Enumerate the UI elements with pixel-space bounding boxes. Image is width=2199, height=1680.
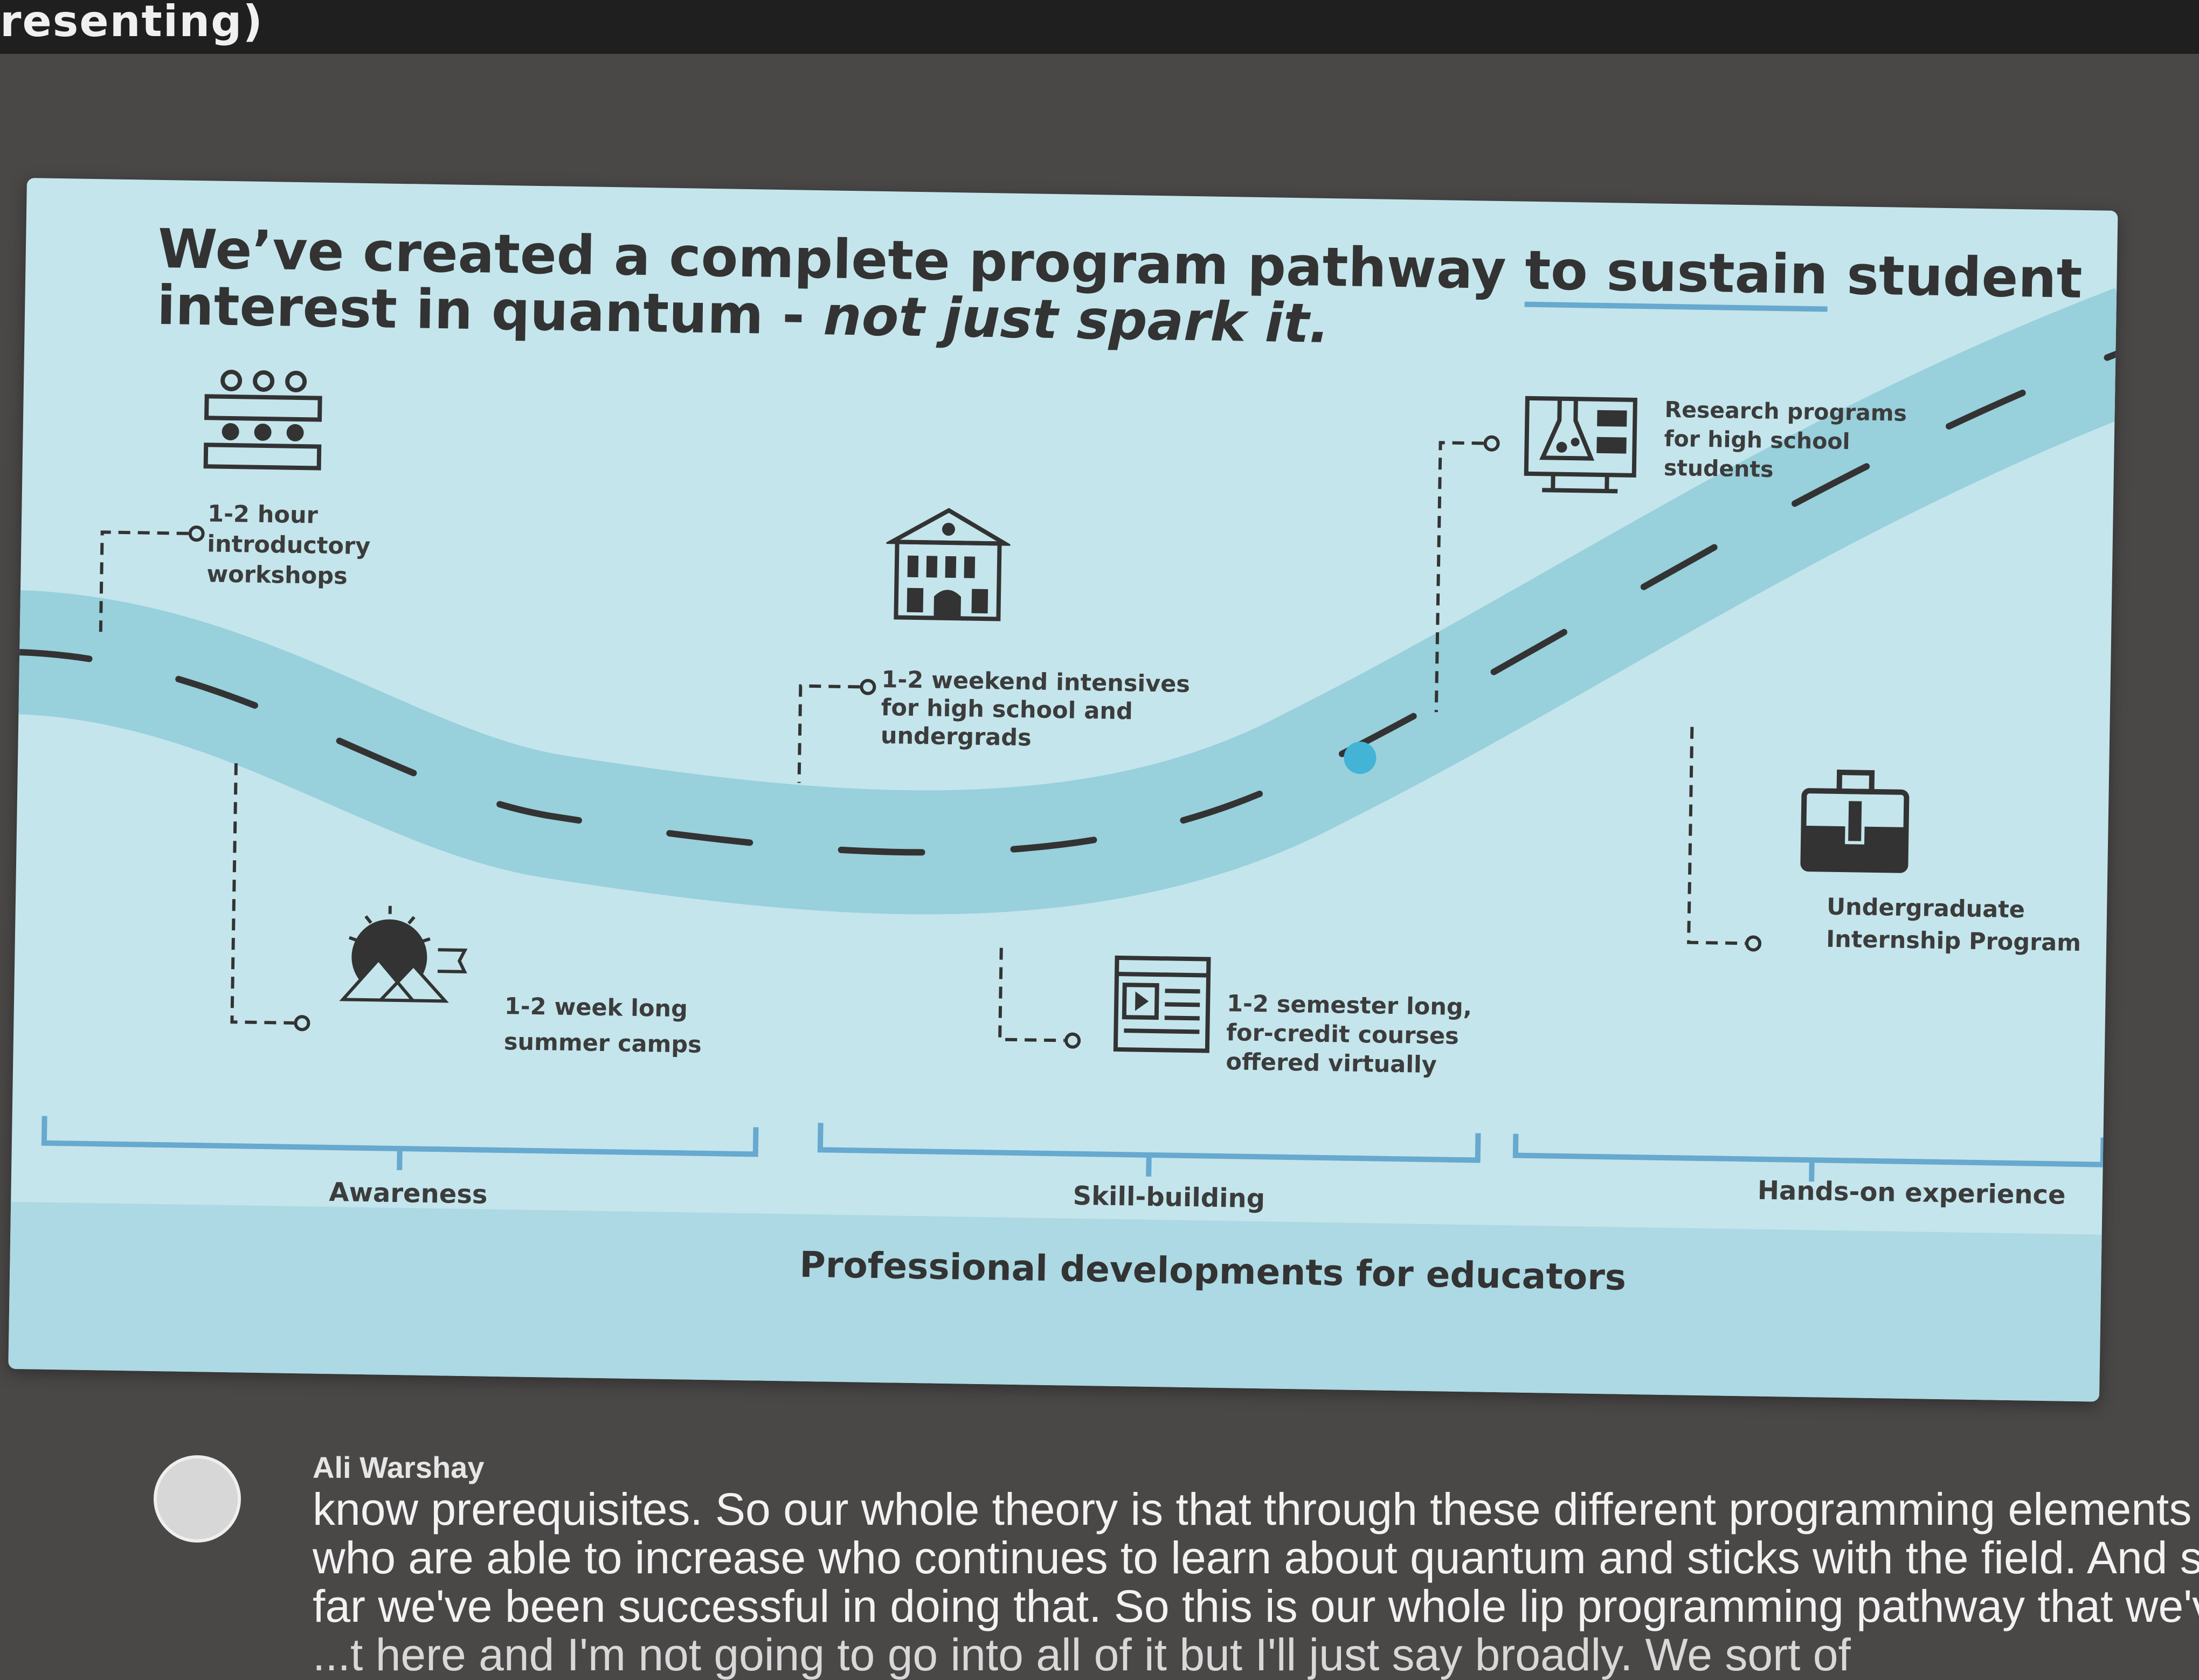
sunrise-mountain-icon — [339, 905, 468, 1003]
bracket-hands-on — [1512, 1133, 2106, 1167]
connector-intensives — [797, 684, 860, 783]
caption-line-2: who are able to increase who continues t… — [313, 1532, 2199, 1583]
audience-icon — [203, 370, 322, 471]
connector-workshops — [99, 530, 189, 632]
pathway-dot — [1344, 741, 1377, 774]
road-dashes — [8, 342, 2118, 856]
label-internship: Undergraduate Internship Program — [1825, 893, 2082, 957]
stage-skill-building: Skill-building — [1073, 1180, 1266, 1214]
stage-awareness: Awareness — [329, 1177, 488, 1210]
school-building-icon — [885, 508, 1011, 621]
connector-research — [1434, 441, 1484, 713]
connector-camps — [230, 763, 294, 1025]
speaker-name: Ali Warshay — [313, 1450, 485, 1484]
bracket-awareness — [41, 1116, 759, 1157]
caption-line-1: know prerequisites. So our whole theory … — [313, 1484, 2192, 1534]
research-lab-icon — [1524, 396, 1637, 494]
label-courses: 1-2 semester long, for-credit courses of… — [1226, 990, 1472, 1079]
caption-line-3: far we've been successful in doing that.… — [313, 1581, 2199, 1631]
label-workshops: 1-2 hour introductory workshops — [206, 500, 371, 590]
presenting-status: resenting) — [0, 0, 264, 46]
caption-line-4: ...t here and I'm not going to go into a… — [313, 1629, 1851, 1680]
speaker-avatar — [154, 1455, 241, 1543]
slide: We’ve created a complete program pathway… — [8, 178, 2118, 1402]
stage-hands-on: Hands-on experience — [1757, 1175, 2066, 1211]
presenting-bar: resenting) — [0, 0, 2199, 54]
bracket-skill — [817, 1123, 1481, 1163]
connector-internship — [1687, 727, 1746, 945]
online-course-icon — [1113, 955, 1211, 1053]
briefcase-icon — [1800, 769, 1910, 873]
label-camps: 1-2 week long summer camps — [503, 993, 702, 1059]
educator-band — [8, 1201, 2102, 1402]
title-italic: not just spark it. — [822, 284, 1330, 355]
connector-courses — [998, 948, 1065, 1042]
label-intensives: 1-2 weekend intensives for high school a… — [880, 666, 1191, 752]
title-underlined: to sustain — [1524, 238, 1829, 312]
pathway-road — [8, 288, 2118, 1182]
label-research: Research programs for high school studen… — [1663, 396, 1907, 482]
